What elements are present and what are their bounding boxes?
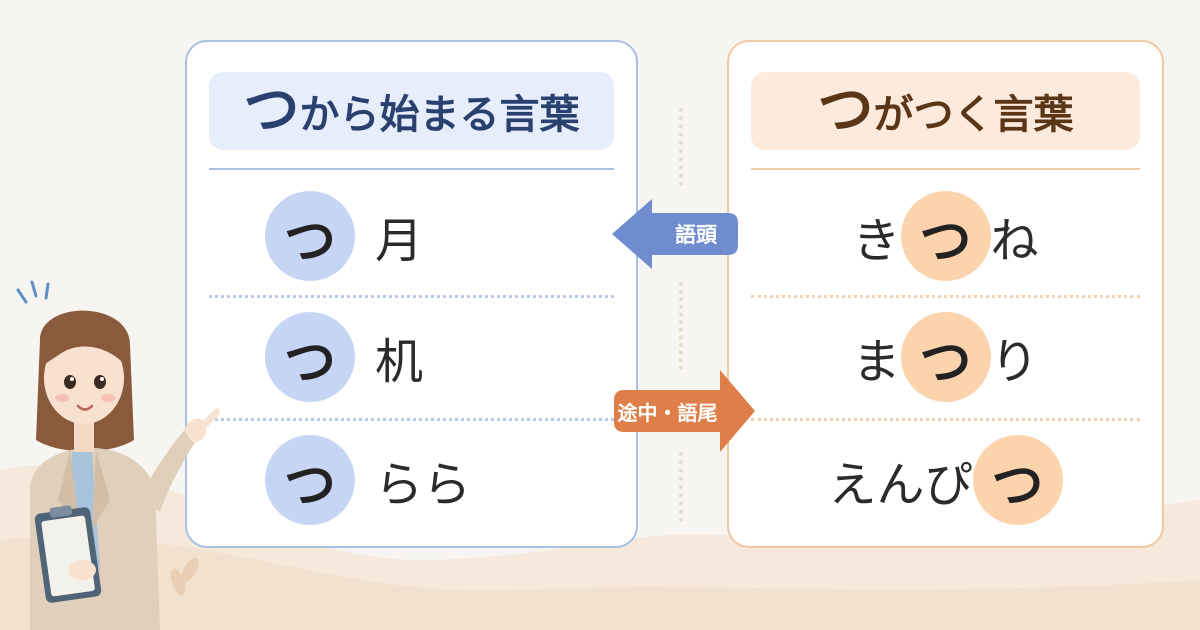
word-before: ま: [852, 334, 901, 390]
word-rest: らら: [375, 457, 472, 513]
card-title: つから始まる言葉: [209, 72, 614, 150]
word-start-arrow: 語頭: [610, 197, 740, 271]
card-starts-with-tsu: つから始まる言葉 つ 月 つ 机 つ らら: [185, 40, 638, 548]
word-row: つ らら: [187, 420, 636, 540]
tsu-bubble: つ: [265, 435, 355, 525]
word-middle-end-arrow: 途中・語尾: [612, 368, 757, 454]
title-text: がつく言葉: [873, 92, 1074, 138]
word-rest: 机: [375, 334, 424, 390]
arrow-label: 途中・語尾: [617, 400, 718, 425]
row-divider: [209, 295, 614, 298]
word-row: つ 机: [187, 297, 636, 417]
word-after: ね: [990, 213, 1039, 269]
right-arrow-icon: [614, 370, 755, 452]
tsu-bubble: つ: [265, 312, 355, 402]
tsu-bubble: つ: [900, 312, 991, 402]
card-title: つがつく言葉: [751, 72, 1140, 150]
row-divider: [209, 418, 614, 421]
tsu-bubble: つ: [265, 191, 355, 281]
title-highlight-kana: つ: [243, 78, 300, 143]
title-highlight-kana: つ: [817, 78, 874, 143]
tsu-bubble: つ: [972, 435, 1063, 525]
word-before: えんぴ: [828, 457, 973, 513]
word-rest: 月: [375, 213, 424, 269]
word-row: き つ ね: [729, 176, 1162, 296]
row-divider: [751, 295, 1140, 298]
row-divider: [751, 418, 1140, 421]
woman-pointing-illustration: [16, 280, 220, 630]
header-divider: [209, 168, 614, 170]
divider-dots-middle: [679, 282, 683, 370]
arrow-label: 語頭: [675, 223, 717, 247]
title-text: から始まる言葉: [299, 92, 580, 138]
word-row: ま つ り: [729, 297, 1162, 417]
card-contains-tsu: つがつく言葉 き つ ね ま つ り えんぴ つ: [727, 40, 1164, 548]
divider-dots-top: [679, 108, 683, 186]
word-after: り: [990, 334, 1039, 390]
left-arrow-icon: [612, 199, 738, 269]
header-divider: [751, 168, 1140, 170]
divider-dots-bottom: [679, 452, 683, 522]
word-before: き: [852, 213, 901, 269]
word-row: えんぴ つ: [729, 420, 1162, 540]
word-row: つ 月: [187, 176, 636, 296]
tsu-bubble: つ: [900, 191, 991, 281]
